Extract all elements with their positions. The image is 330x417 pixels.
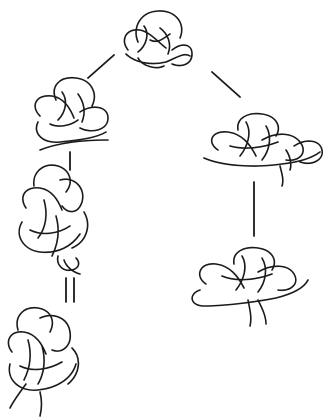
knot-right-2	[192, 248, 308, 326]
edge-top-to-right-1	[212, 72, 240, 97]
knot-top	[124, 11, 192, 68]
knot-left-1	[35, 78, 108, 150]
knot-left-3	[8, 308, 78, 416]
knot-left-2	[19, 165, 87, 274]
knot-right-1	[204, 114, 322, 186]
edge-top-to-left-1	[88, 55, 114, 78]
